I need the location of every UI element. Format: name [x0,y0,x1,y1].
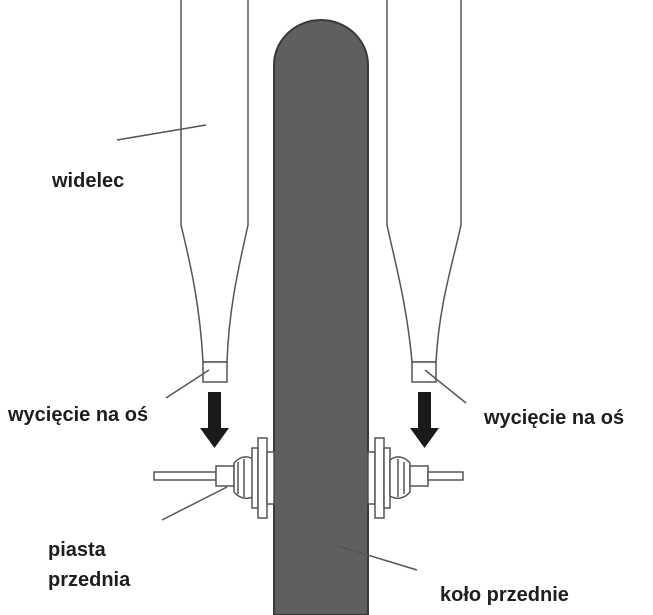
leader-lines [116,124,467,571]
leader-line-slot-left [165,369,210,399]
leader-line-wheel [337,545,418,571]
label-front-hub-line2: przednia [48,569,131,591]
arrow-down-icon [410,392,439,448]
axle-left [153,471,217,481]
front-hub-right [367,437,464,519]
label-axle-slot-right: wycięcie na oś [484,407,625,429]
fork-leg-left [180,0,249,383]
leader-line-slot-right [424,369,467,404]
leader-line-hub [161,486,228,521]
label-axle-slot-left: wycięcie na oś [8,404,149,426]
arrow-down-icon [200,392,229,448]
label-front-wheel: koło przednie [440,584,569,606]
label-fork: widelec [52,170,125,192]
axle-dropout-right [411,361,437,383]
axle-right [427,471,464,481]
axle-dropout-left [202,361,228,383]
fork-leg-right [386,0,462,383]
front-wheel [273,19,369,615]
label-front-hub: piasta przednia [48,535,130,595]
label-front-hub-line1: piasta [48,539,106,561]
leader-line-fork [116,124,207,141]
front-hub-left [153,437,275,519]
